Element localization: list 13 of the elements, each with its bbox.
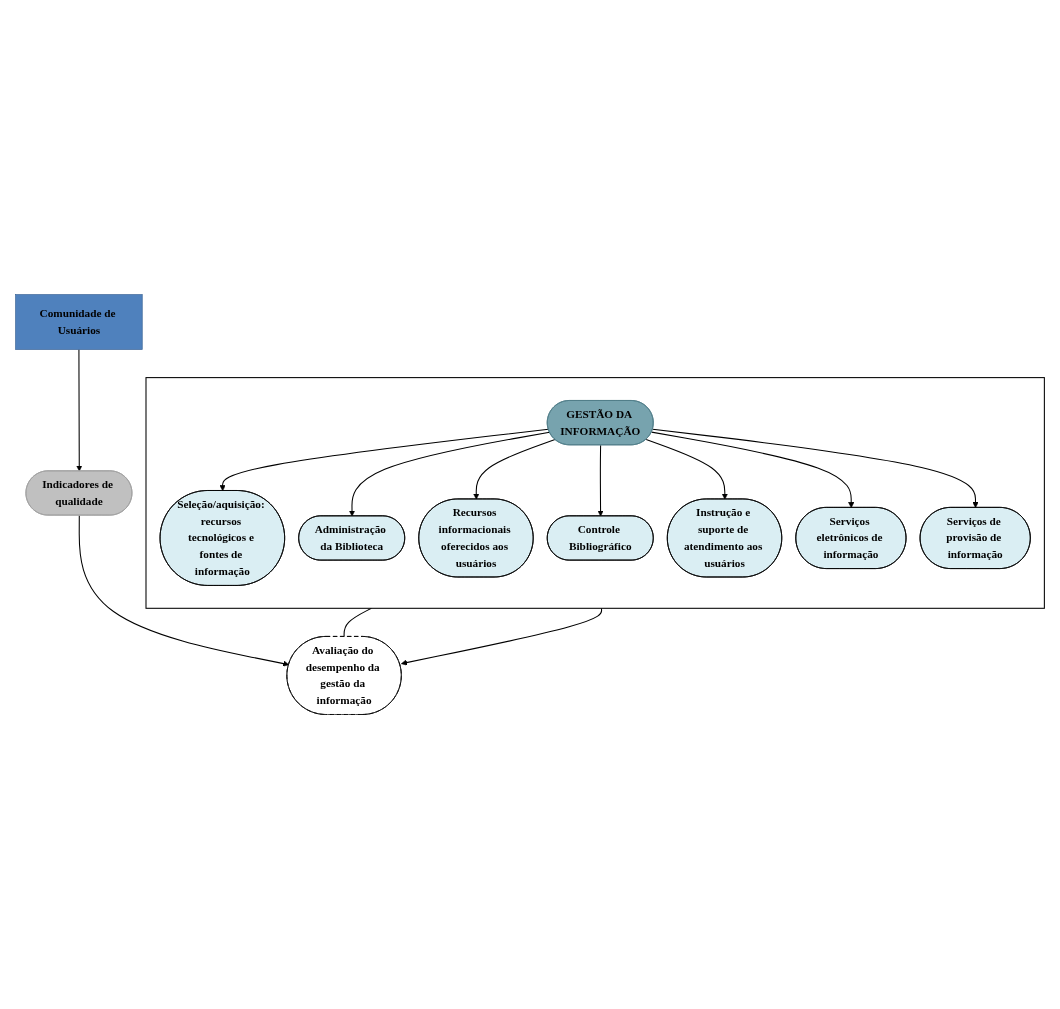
cluster [145,377,1045,609]
arrow [645,438,728,500]
arrow [78,514,290,667]
arrow [597,444,604,517]
arrow [76,348,83,472]
arrow [401,607,603,666]
arrow [651,431,855,508]
arrow [348,431,551,517]
arrow [652,428,979,508]
arrow [473,438,556,500]
arrow [219,428,549,492]
node-box: Comunidade de Usuários [15,294,143,350]
connector [343,607,372,637]
